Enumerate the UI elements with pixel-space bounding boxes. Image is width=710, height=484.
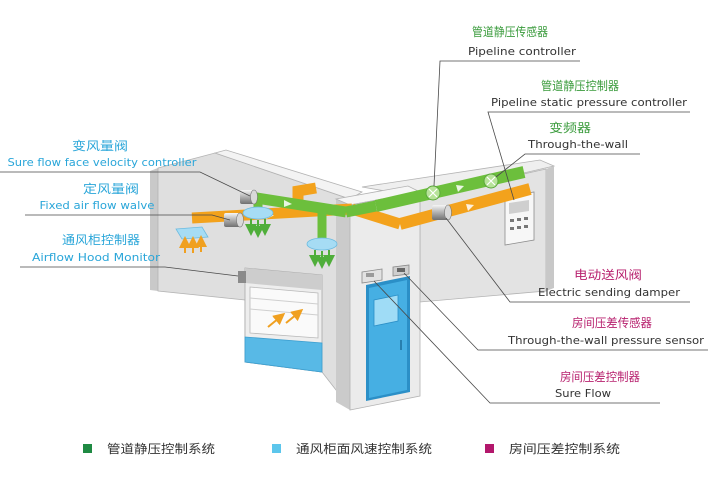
fume-hood-sash-line <box>249 297 319 305</box>
leader-line-supply-damper <box>445 217 690 303</box>
label-pipeline-sensor-zh: 管道静压传感器 <box>472 24 548 39</box>
supply-damper-body <box>432 205 448 220</box>
leader-lines <box>0 60 708 404</box>
leader-line-pipeline-controller <box>487 111 690 201</box>
fixed-air-valve-body <box>224 213 240 227</box>
vav-valve-end <box>250 189 258 205</box>
leader-line-hood-controller <box>20 266 239 277</box>
building-illustration <box>150 149 556 411</box>
fume-hood <box>238 267 323 373</box>
green-duct-crossing <box>344 200 378 218</box>
left-wall-side <box>150 168 158 291</box>
label-cav-valve-zh: 定风量阀 <box>83 181 139 196</box>
label-hood-controller-en: Airflow Hood Monitor <box>32 251 161 264</box>
vav-valve-body <box>240 190 254 204</box>
leader-line-pipeline-sensor <box>433 60 580 187</box>
controller-box-screen <box>509 200 529 214</box>
orange-duct-right <box>398 183 532 230</box>
fume-hood-base <box>244 336 323 373</box>
sensor-cross-icon <box>428 188 438 198</box>
fume-hood-sash-line <box>249 308 319 316</box>
vav-valve <box>240 189 258 205</box>
fume-hood-top-band <box>245 268 322 290</box>
legend-swatch-room-pressure <box>485 444 494 453</box>
label-pipeline-controller-en: Pipeline static pressure controller <box>491 96 688 109</box>
leader-line-vav-valve <box>0 171 251 197</box>
green-duct-right <box>374 166 526 212</box>
legend-label-pipeline: 管道静压控制系统 <box>107 441 215 456</box>
leader-line-inverter <box>495 153 640 178</box>
duct-flow-arrow <box>284 200 292 207</box>
controller-box-button <box>510 227 514 230</box>
label-room-pressure-controller-zh: 房间压差控制器 <box>560 369 640 384</box>
legend-swatch-pipeline <box>83 444 92 453</box>
pipeline-pressure-sensor <box>425 185 441 201</box>
fan-cross-icon <box>486 176 496 186</box>
duct-flow-arrow <box>456 185 464 192</box>
hood-airflow-arrow <box>267 312 286 328</box>
duct-flow-arrow <box>466 204 474 211</box>
diffuser-supply <box>175 226 209 240</box>
leader-line-cav-valve <box>25 214 231 221</box>
controller-box-button <box>517 218 521 221</box>
fixed-air-valve-end <box>236 212 244 228</box>
room-pressure-controller-display <box>366 273 374 277</box>
hood-airflow-arrow <box>285 308 304 324</box>
supply-damper-end <box>444 204 452 221</box>
controller-box-button <box>524 217 528 220</box>
label-vav-valve-en: Sure flow face velocity controller <box>8 156 197 169</box>
right-room-end-wall <box>546 166 554 291</box>
label-vav-valve-zh: 变风量阀 <box>72 138 128 153</box>
left-wall-top <box>213 149 363 200</box>
label-room-pressure-controller-en: Sure Flow <box>555 387 611 400</box>
fixed-air-valve <box>224 212 244 228</box>
label-room-pressure-sensor-zh: 房间压差传感器 <box>572 315 652 330</box>
label-pipeline-controller-zh: 管道静压控制器 <box>541 78 619 93</box>
partition-wall <box>334 185 422 411</box>
supply-damper <box>432 204 452 221</box>
door-window <box>373 294 399 327</box>
label-supply-damper-zh: 电动送风阀 <box>574 267 642 282</box>
legend-label-room-pressure: 房间压差控制系统 <box>509 441 620 456</box>
label-hood-controller-zh: 通风柜控制器 <box>62 233 140 247</box>
inverter-fan <box>483 173 499 189</box>
controller-box-button <box>510 219 514 222</box>
static-pressure-controller-box <box>504 191 535 246</box>
label-supply-damper-en: Electric sending damper <box>538 286 680 299</box>
label-pipeline-sensor-en: Pipeline controller <box>468 45 577 58</box>
component-labels: 管道静压传感器 Pipeline controller 管道静压控制器 Pipe… <box>8 24 705 400</box>
room-pressure-sensor-slot <box>397 268 405 272</box>
legend: 管道静压控制系统 通风柜面风速控制系统 房间压差控制系统 <box>83 441 620 456</box>
airflow-hood-monitor <box>238 271 246 283</box>
label-inverter-en: Through-the-wall <box>527 138 628 151</box>
diffuser-vav <box>242 206 274 220</box>
leader-line-room-pressure-sensor <box>403 272 708 351</box>
partition-side <box>336 199 350 410</box>
label-inverter-zh: 变频器 <box>549 120 591 135</box>
leader-line-room-pressure-controller <box>373 280 660 404</box>
label-room-pressure-sensor-en: Through-the-wall pressure sensor <box>507 334 705 347</box>
controller-box-button <box>517 226 521 229</box>
green-duct <box>249 191 347 218</box>
label-cav-valve-en: Fixed air flow walve <box>40 199 155 212</box>
diffuser-exhaust <box>306 237 338 251</box>
controller-box-button <box>524 225 528 228</box>
legend-label-hood: 通风柜面风速控制系统 <box>296 442 432 456</box>
legend-swatch-hood <box>272 444 281 453</box>
